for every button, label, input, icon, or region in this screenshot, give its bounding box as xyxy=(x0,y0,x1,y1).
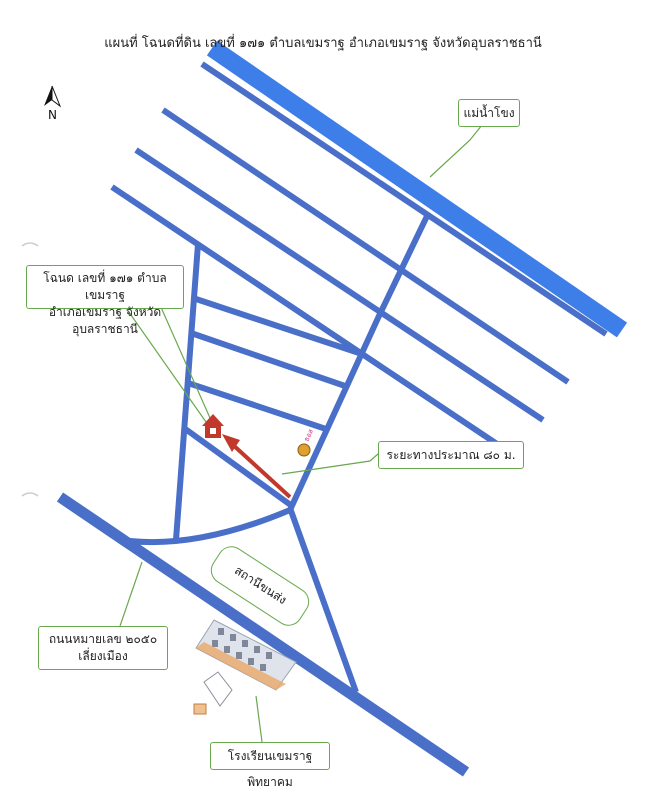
punch-mark-bottom xyxy=(21,492,39,497)
road-main xyxy=(287,212,431,512)
house-icon xyxy=(202,414,224,438)
road-cross-3 xyxy=(187,380,330,433)
callout-lines xyxy=(119,119,487,743)
road-curve xyxy=(129,507,292,546)
parcel-label-line2: อำเภอเขมราฐ จังหวัดอุบลราชธานี xyxy=(48,305,162,336)
north-label: N xyxy=(48,108,57,122)
river-mekong xyxy=(206,40,628,338)
side-roads xyxy=(110,61,608,694)
distance-label-text: ระยะทางประมาณ ๘๐ ม. xyxy=(386,448,516,462)
leader-parcel xyxy=(123,304,207,423)
parcel-label: โฉนด เลขที่ ๑๗๑ ตำบลเขมราฐ อำเภอเขมราฐ จ… xyxy=(26,265,184,336)
river-label-text: แม่น้ำโขง xyxy=(463,106,515,120)
road-label: ถนนหมายเลข ๒๐๕๐ เลี่ยงเมือง xyxy=(38,626,168,670)
bank-logo-text: ธอส xyxy=(303,427,316,443)
road-top-1 xyxy=(200,61,608,337)
leader-parcel-2 xyxy=(159,304,211,419)
distance-arrow xyxy=(230,442,292,499)
leader-distance xyxy=(281,453,379,475)
bank-logo-icon: ธอส xyxy=(297,427,316,457)
leader-road xyxy=(119,561,143,627)
road-top-3 xyxy=(134,147,545,423)
school-label-text: โรงเรียนเขมราฐพิทยาคม xyxy=(227,749,313,789)
road-cross-1 xyxy=(192,295,363,357)
road-label-line1: ถนนหมายเลข ๒๐๕๐ xyxy=(48,632,158,646)
leader-school xyxy=(255,695,263,743)
parcel-label-line1: โฉนด เลขที่ ๑๗๑ ตำบลเขมราฐ xyxy=(43,271,167,302)
road-top-4 xyxy=(110,184,520,461)
road-cross-2 xyxy=(190,330,349,390)
school-label: โรงเรียนเขมราฐพิทยาคม xyxy=(210,742,330,789)
leader-river xyxy=(429,119,487,178)
map-title: แผนที่ โฉนดที่ดิน เลขที่ ๑๗๑ ตำบลเขมราฐ … xyxy=(104,36,542,51)
road-to-bypass xyxy=(287,506,359,694)
river-label: แม่น้ำโขง xyxy=(458,99,520,127)
road-top-2 xyxy=(161,107,570,385)
distance-label: ระยะทางประมาณ ๘๐ ม. xyxy=(378,441,524,469)
road-left-vertical xyxy=(173,243,201,541)
school-building-icon xyxy=(193,619,297,715)
road-label-line2: เลี่ยงเมือง xyxy=(78,649,128,663)
punch-mark-top xyxy=(21,242,39,247)
arrow-head xyxy=(222,434,240,452)
road-cross-4 xyxy=(182,425,294,509)
north-arrow-icon xyxy=(44,85,62,108)
highway-2050 xyxy=(56,492,470,777)
